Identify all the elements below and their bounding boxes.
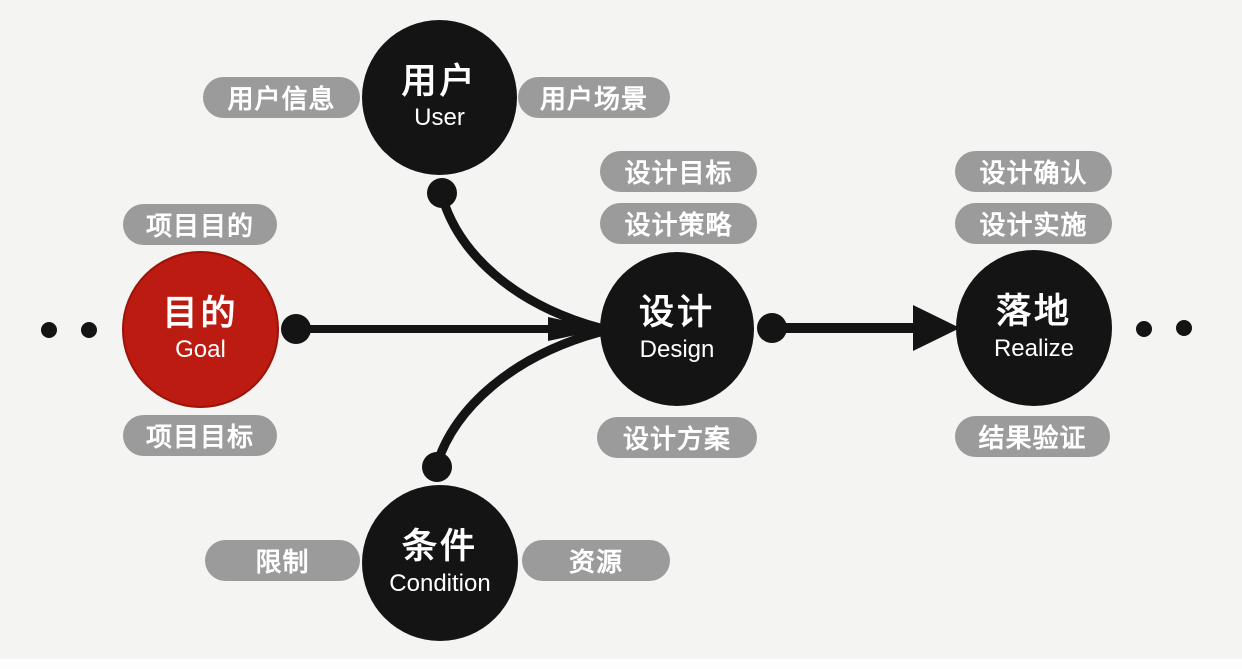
connector-dot-condition bbox=[422, 452, 452, 482]
edge-junction-wedge bbox=[548, 317, 604, 341]
node-goal-label-en: Goal bbox=[175, 336, 226, 364]
ellipsis-left-dot-2 bbox=[81, 322, 97, 338]
node-design-label-zh: 设计 bbox=[638, 293, 715, 333]
node-goal-label-zh: 目的 bbox=[162, 293, 239, 333]
node-user-label-en: User bbox=[414, 104, 465, 132]
node-realize-label-zh: 落地 bbox=[995, 292, 1072, 332]
pill-design-strategy: 设计策略 bbox=[600, 203, 757, 244]
pill-project-target: 项目目标 bbox=[123, 415, 277, 456]
connector-dot-goal bbox=[281, 314, 311, 344]
pill-limit: 限制 bbox=[205, 540, 360, 581]
node-realize-label-en: Realize bbox=[993, 334, 1075, 362]
node-design: 设计 Design bbox=[600, 252, 754, 406]
pill-user-info: 用户信息 bbox=[203, 77, 360, 118]
pill-design-goal: 设计目标 bbox=[600, 151, 757, 192]
edge-condition-design bbox=[432, 327, 605, 469]
edge-user-design bbox=[437, 191, 605, 333]
node-condition-label-zh: 条件 bbox=[401, 527, 478, 567]
node-design-label-en: Design bbox=[639, 335, 715, 363]
connector-dot-design bbox=[757, 313, 787, 343]
pill-user-scene: 用户场景 bbox=[518, 77, 670, 118]
arrowhead-icon bbox=[913, 305, 960, 351]
pill-design-confirm: 设计确认 bbox=[955, 151, 1112, 192]
pill-result-verify: 结果验证 bbox=[955, 416, 1110, 457]
node-condition-label-en: Condition bbox=[389, 569, 491, 597]
ellipsis-right-dot-2 bbox=[1176, 320, 1192, 336]
ellipsis-right-dot-1 bbox=[1136, 321, 1152, 337]
pill-project-purpose: 项目目的 bbox=[123, 204, 277, 245]
ellipsis-left-dot-1 bbox=[41, 322, 57, 338]
pill-design-plan: 设计方案 bbox=[597, 417, 757, 458]
node-user: 用户 User bbox=[362, 20, 517, 175]
bottom-white-strip bbox=[0, 659, 1242, 669]
node-realize: 落地 Realize bbox=[956, 250, 1112, 406]
pill-design-implement: 设计实施 bbox=[955, 203, 1112, 244]
node-goal: 目的 Goal bbox=[122, 251, 279, 408]
node-user-label-zh: 用户 bbox=[401, 61, 478, 101]
pill-resource: 资源 bbox=[522, 540, 670, 581]
connector-dot-user bbox=[427, 178, 457, 208]
node-condition: 条件 Condition bbox=[362, 485, 518, 641]
